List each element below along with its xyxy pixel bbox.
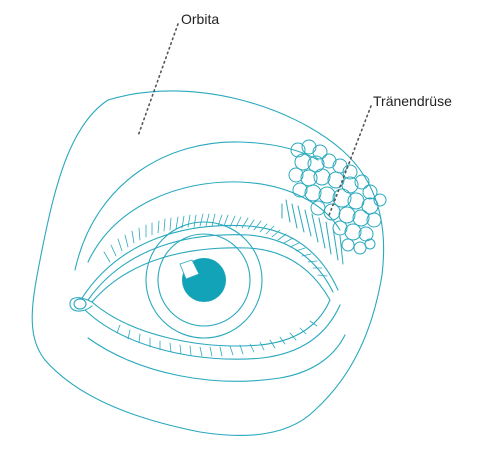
caruncle-inner [74, 299, 86, 309]
orbita-label: Orbita [181, 12, 219, 26]
eyelid-crease [88, 182, 340, 262]
lacrimal-gland-label: Tränendrüse [373, 94, 452, 108]
lower-eyelashes [117, 321, 317, 356]
orbita-leader-line [138, 24, 178, 136]
lacrimal-ducts [282, 200, 343, 264]
lower-lid-fold [88, 335, 345, 381]
